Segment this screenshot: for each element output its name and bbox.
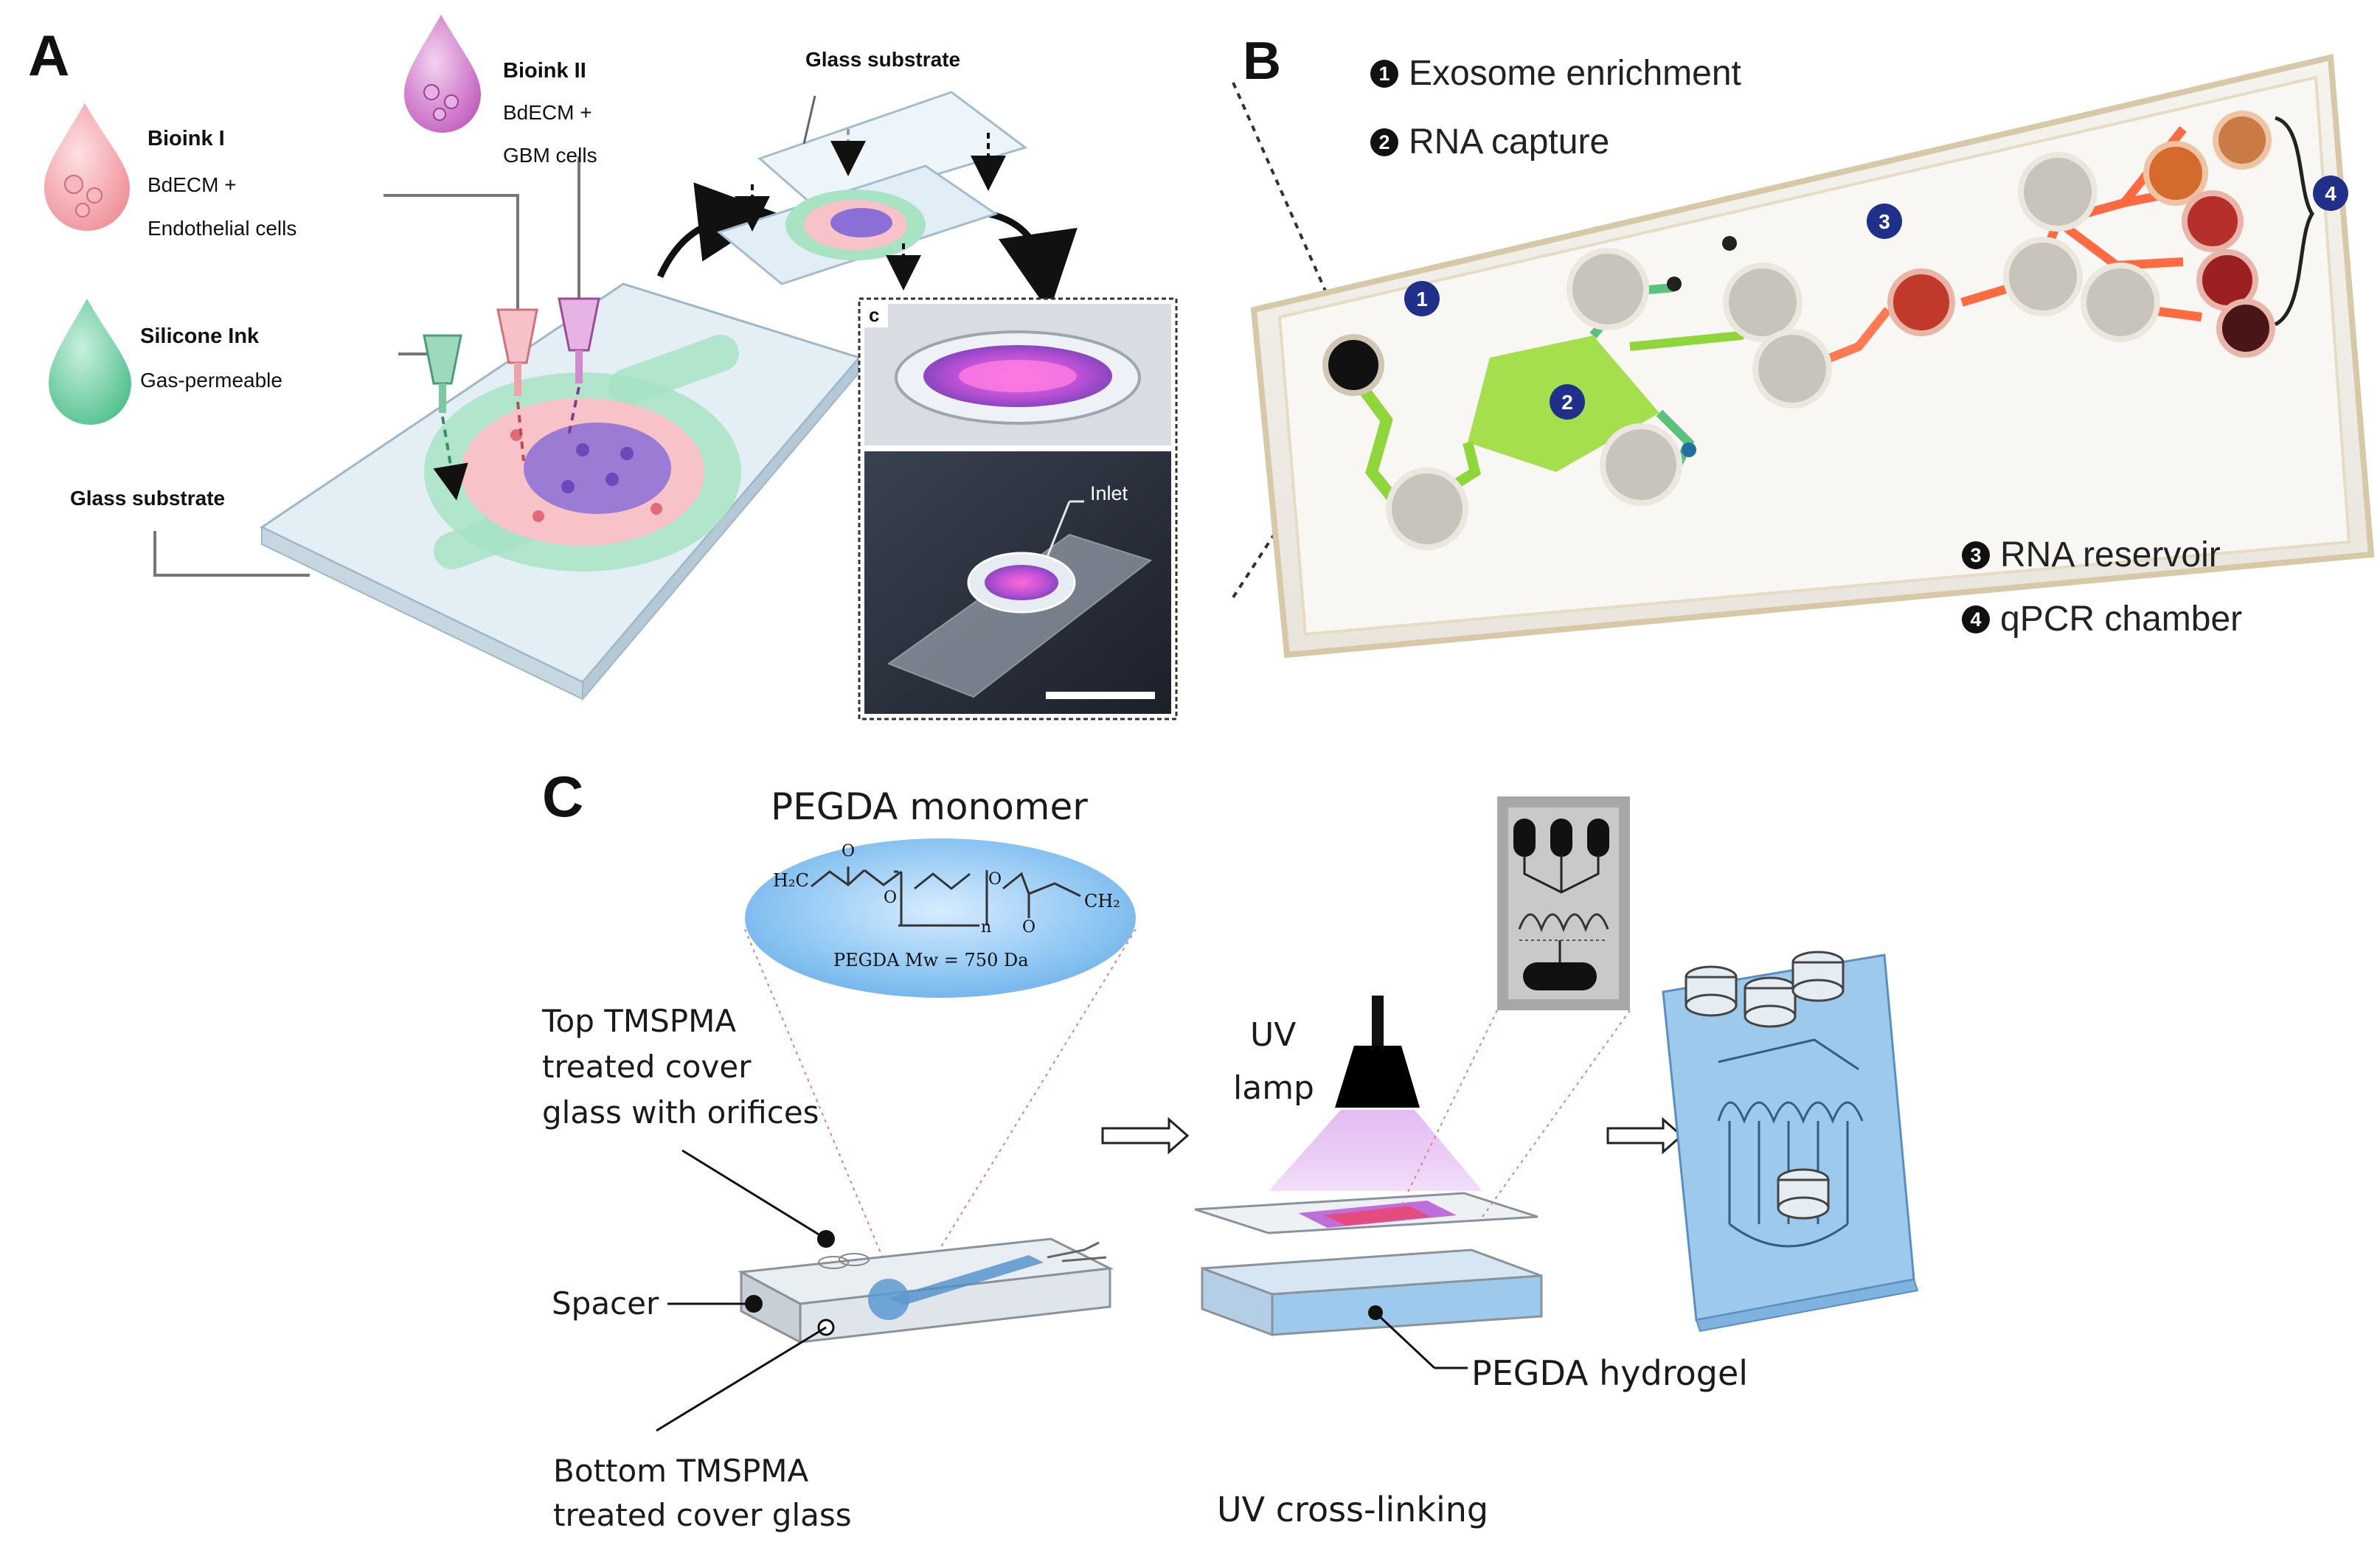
legend-text-1: Exosome enrichment [1409, 54, 1741, 93]
panel-a [44, 15, 1178, 720]
spacer-label: Spacer [552, 1285, 659, 1321]
bioink-1-leader-line [384, 194, 519, 310]
assembly-device-left [738, 1237, 1114, 1344]
curved-arrow-down-icon [988, 210, 1078, 313]
legend-text-2: RNA capture [1409, 122, 1610, 161]
chip-marker-2-icon [1550, 384, 1585, 420]
microfluidic-chip-photo [1250, 54, 2375, 659]
formula-molecular-weight: PEGDA Mw = 750 Da [833, 950, 1029, 970]
legend-text-3: RNA reservoir [2000, 535, 2221, 574]
glass-leader-line [153, 531, 310, 577]
bioink-2-line-2: GBM cells [503, 144, 597, 167]
uv-device [1194, 1192, 1543, 1369]
panel-c [656, 796, 1919, 1432]
monomer-ellipse [745, 838, 1136, 998]
chip-marker-3-icon [1867, 204, 1902, 239]
silicone-ink-line-1: Gas-permeable [140, 369, 282, 392]
formula-repeat-n: n [981, 918, 992, 937]
annotation-pointers [656, 1149, 835, 1432]
legend-number-1-icon: 1 [1370, 59, 1398, 88]
legend-item-2: 2 RNA capture [1370, 122, 1609, 162]
formula-oxygen-link-1: O [884, 889, 898, 907]
silicone-ink-title: Silicone Ink [140, 324, 260, 348]
uv-lamp-icon [1269, 996, 1482, 1191]
legend-item-4: 4 qPCR chamber [1962, 599, 2242, 639]
top-cover-label-2: treated cover [542, 1049, 752, 1085]
chip-marker-1-label: 1 [1416, 288, 1428, 310]
formula-oxygen-bottom: O [1022, 918, 1036, 937]
chip-marker-1-icon [1404, 281, 1440, 316]
legend-number-4-icon: 4 [1962, 605, 1990, 633]
bioink-2-title: Bioink II [503, 59, 586, 83]
top-cover-label-1: Top TMSPMA [542, 1003, 737, 1039]
silicone-ink-drop-icon [49, 299, 131, 425]
top-glass-assembly [716, 91, 1028, 291]
photo-tag: c [869, 304, 880, 326]
uv-lamp-label-2: lamp [1233, 1069, 1314, 1107]
pegda-hydrogel-label: PEGDA hydrogel [1471, 1353, 1749, 1393]
legend-item-1: 1 Exosome enrichment [1370, 53, 1741, 94]
legend-item-3: 3 RNA reservoir [1962, 535, 2221, 575]
bioink-2-line-1: BdECM + [503, 101, 592, 124]
chip-marker-3-label: 3 [1878, 210, 1890, 233]
panel-a-letter: A [28, 23, 70, 88]
chip-design-photo [1497, 796, 1630, 1010]
chip-region-markers: 1 2 3 4 [1404, 176, 2348, 420]
silicone-nozzle-icon [423, 334, 468, 501]
bioink-2-nozzle-icon [558, 297, 600, 440]
zoom-line-left-2 [925, 928, 1137, 1273]
process-arrow-1-icon [1101, 1116, 1190, 1155]
formula-left-group: H₂C [773, 870, 809, 891]
inlet-label: Inlet [1090, 482, 1128, 504]
chip-marker-4-label: 4 [2325, 182, 2336, 205]
panel-c-letter: C [542, 764, 584, 829]
final-hydrogel-chip [1662, 951, 1919, 1333]
monomer-title: PEGDA monomer [771, 785, 1088, 828]
qpcr-brace-icon [2274, 116, 2315, 327]
glass-substrate-top-label: Glass substrate [805, 48, 961, 71]
legend-number-3-icon: 3 [1962, 541, 1990, 569]
bottom-cover-label-2: treated cover glass [553, 1497, 852, 1533]
uv-lamp-label-1: UV [1250, 1016, 1297, 1054]
top-cover-label-3: glass with orifices [542, 1094, 819, 1130]
chip-marker-4-icon [2313, 176, 2348, 211]
device-photo-inset [858, 297, 1178, 720]
chip-marker-2-label: 2 [1561, 391, 1573, 414]
bottom-cover-label-1: Bottom TMSPMA [553, 1453, 809, 1489]
glass-substrate-bottom-label: Glass substrate [70, 487, 226, 510]
bioink-1-line-2: Endothelial cells [148, 217, 297, 240]
panel-b-letter: B [1243, 32, 1281, 91]
uv-crosslinking-label: UV cross-linking [1217, 1490, 1489, 1529]
pegda-structure-formula [811, 866, 1081, 927]
bioink-1-nozzle-icon [496, 308, 538, 462]
bioink-1-line-1: BdECM + [148, 173, 237, 196]
zoom-line-right-2 [1482, 1010, 1631, 1218]
bioink-1-drop-icon [44, 103, 130, 231]
panel-b: 1 2 3 4 [1232, 54, 2375, 659]
formula-right-group: CH₂ [1084, 891, 1120, 911]
formula-oxygen-link-2: O [988, 870, 1002, 889]
formula-oxygen-top: O [842, 842, 856, 861]
zoom-line-left-1 [744, 928, 889, 1273]
process-arrow-2-icon [1606, 1116, 1684, 1155]
legend-text-4: qPCR chamber [2000, 600, 2243, 639]
bioink-2-drop-icon [404, 15, 481, 133]
legend-number-2-icon: 2 [1370, 128, 1398, 156]
bioink-1-title: Bioink I [148, 127, 225, 150]
curved-arrow-up-icon [656, 182, 777, 278]
